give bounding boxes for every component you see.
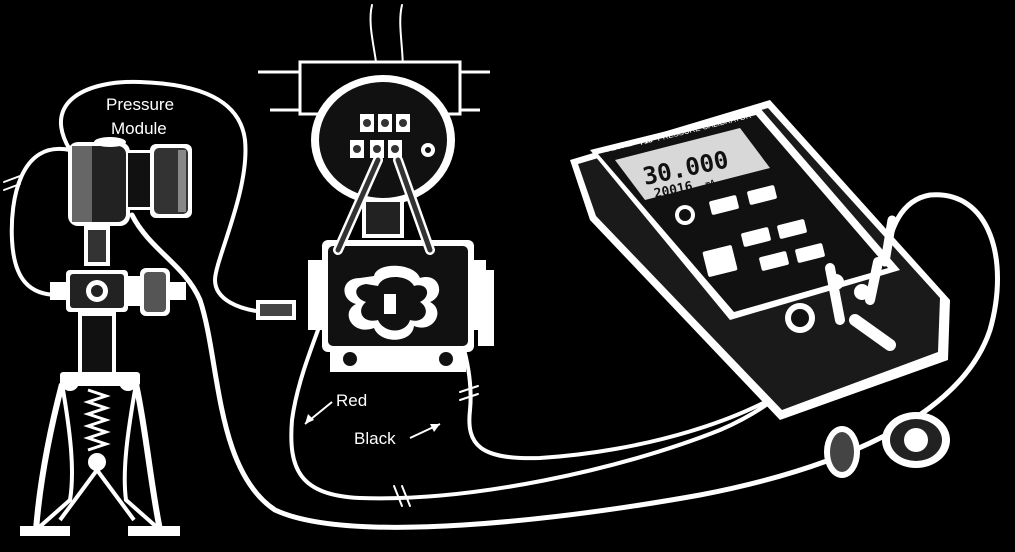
pressure-hose-loop — [9, 146, 72, 297]
calibrator-button-3[interactable] — [702, 245, 738, 277]
pressure-module-label-line1: Pressure — [106, 95, 174, 114]
calibrator-plugs — [825, 215, 897, 351]
calibrator-button-2[interactable] — [747, 185, 778, 205]
calibrator-button-4[interactable] — [741, 227, 772, 247]
cable-break-mark-2 — [459, 385, 479, 401]
pressure-module-cable — [129, 192, 1000, 530]
cable-break-mark-1 — [393, 485, 411, 507]
calibrator-buttons — [675, 185, 825, 277]
hand-pump-stand — [20, 226, 186, 536]
fluke-calibrator: 30.000 20016 mA FLUKE 718 PRESSURE CALIB… — [570, 100, 950, 478]
red-lead-label: Red — [336, 391, 367, 410]
test-probes — [333, 155, 435, 255]
pressure-transmitter — [256, 60, 494, 372]
lcd-secondary-unit: mA — [705, 178, 716, 189]
model-number: 718 — [638, 135, 654, 147]
black-lead-label: Black — [354, 429, 396, 448]
calibrator-button-5[interactable] — [777, 219, 808, 239]
pressure-hose-top — [59, 79, 267, 314]
pressure-module — [68, 137, 192, 226]
calibrator-button-6[interactable] — [759, 251, 790, 271]
pressure-module-label-line2: Module — [111, 119, 167, 138]
calibrator-button-1[interactable] — [709, 195, 740, 215]
terminal-blocks — [350, 114, 435, 158]
calibrator-button-7[interactable] — [795, 243, 826, 263]
lcd-screen — [615, 128, 770, 200]
hose-break-mark — [3, 175, 21, 191]
